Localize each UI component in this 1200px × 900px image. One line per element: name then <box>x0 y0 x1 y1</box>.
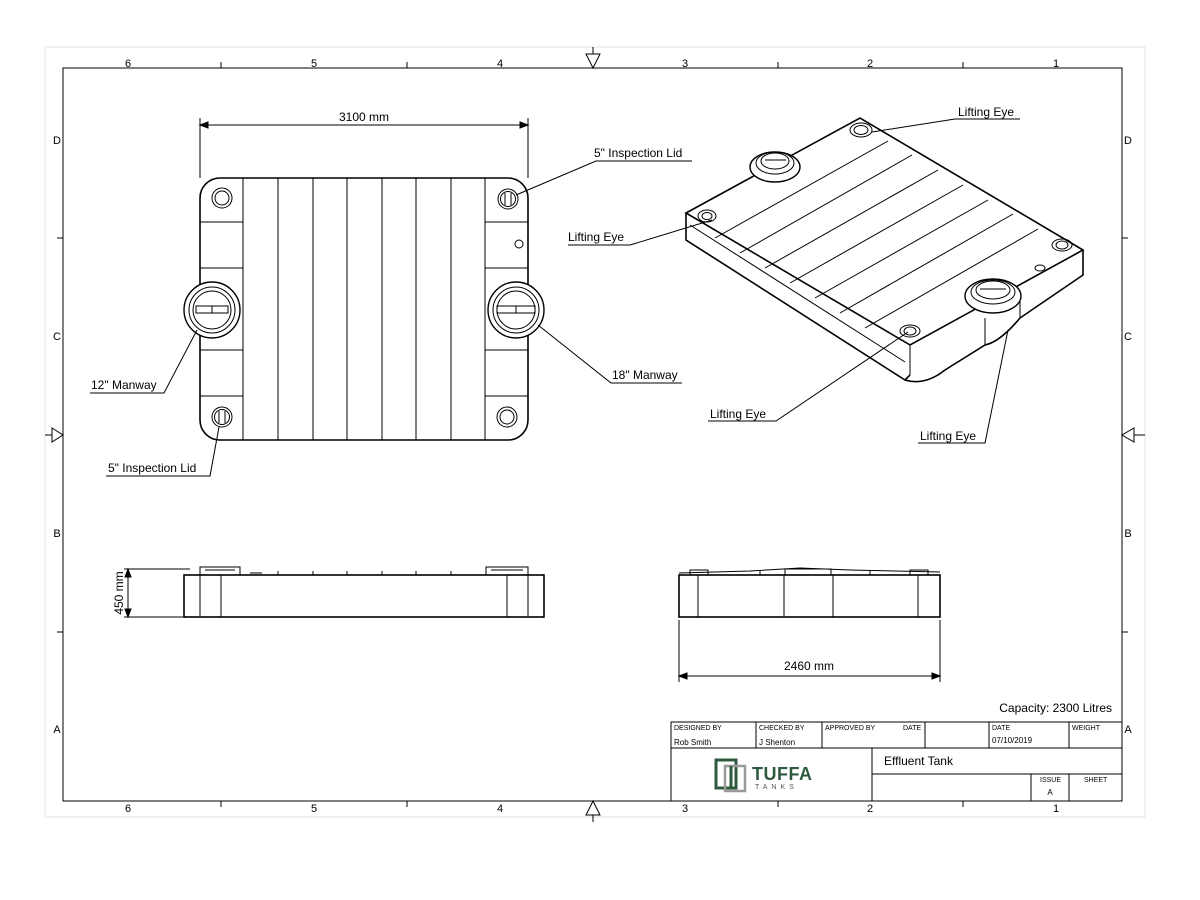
top-view <box>183 177 545 441</box>
inspection-lid-icon <box>211 406 233 428</box>
zone-col-4-top: 4 <box>497 58 503 70</box>
title-block <box>670 721 1123 802</box>
callout-lifting-eye-left: Lifting Eye <box>568 230 624 244</box>
vent-hole-icon <box>514 239 524 249</box>
dimension-top-width <box>198 118 530 178</box>
weight-label: WEIGHT <box>1072 725 1101 732</box>
lifting-eye-icon <box>697 209 717 223</box>
dimension-label: 450 mm <box>112 571 126 614</box>
center-mark-top <box>585 47 601 70</box>
brand-name: TUFFA <box>752 764 813 784</box>
brand-subtitle: TANKS <box>755 784 798 791</box>
zone-row-d-right: D <box>1124 135 1132 147</box>
zone-col-6-bottom: 6 <box>125 803 131 815</box>
isometric-view <box>684 117 1085 383</box>
drawing-title: Effluent Tank <box>884 754 954 768</box>
zone-col-1-bottom: 1 <box>1053 803 1059 815</box>
issue-value: A <box>1047 788 1053 797</box>
lifting-eye-icon <box>1051 238 1073 252</box>
vent-hole-icon <box>1034 264 1046 272</box>
lifting-eye-icon <box>849 122 873 138</box>
capacity-label: Capacity: 2300 Litres <box>999 701 1112 715</box>
zone-ticks <box>57 62 1128 807</box>
designed-by-value: Rob Smith <box>674 738 711 747</box>
callout-inspection-lid-top: 5" Inspection Lid <box>594 146 682 160</box>
manway-12-icon <box>749 151 801 183</box>
zone-col-4-bottom: 4 <box>497 803 503 815</box>
side-view <box>678 567 941 618</box>
approved-by-label: APPROVED BY <box>825 725 876 732</box>
zone-row-d-left: D <box>53 135 61 147</box>
zone-col-3-top: 3 <box>682 58 688 70</box>
inspection-lid-icon <box>497 188 519 210</box>
tuffa-logo-icon <box>714 758 747 793</box>
dimension-label: 3100 mm <box>339 110 389 124</box>
lifting-eye-icon <box>899 324 921 338</box>
date-label: DATE <box>992 725 1010 732</box>
zone-row-a-right: A <box>1124 724 1132 736</box>
zone-col-2-bottom: 2 <box>867 803 873 815</box>
zone-row-b-left: B <box>53 528 60 540</box>
issue-label: ISSUE <box>1040 777 1061 784</box>
dimension-label: 2460 mm <box>784 659 834 673</box>
callout-leaders-iso-view <box>568 118 1020 444</box>
callout-manway-18: 18" Manway <box>612 368 678 382</box>
center-mark-bottom <box>585 799 601 822</box>
zone-col-5-bottom: 5 <box>311 803 317 815</box>
zone-col-6-top: 6 <box>125 58 131 70</box>
manway-18-icon <box>487 281 545 339</box>
zone-col-2-top: 2 <box>867 58 873 70</box>
zone-col-1-top: 1 <box>1053 58 1059 70</box>
zone-row-a-left: A <box>53 724 61 736</box>
center-mark-right <box>1121 427 1145 443</box>
lifting-eye-icon <box>211 187 233 209</box>
center-mark-left <box>45 427 64 443</box>
manway-18-icon <box>964 278 1022 314</box>
callout-lifting-eye-bottom-left: Lifting Eye <box>710 407 766 421</box>
date-value: 07/10/2019 <box>992 736 1033 745</box>
zone-col-5-top: 5 <box>311 58 317 70</box>
callout-leaders-top-view <box>90 160 692 477</box>
designed-by-label: DESIGNED BY <box>674 725 722 732</box>
dimension-side-width <box>677 620 942 682</box>
front-view <box>183 566 545 618</box>
callout-lifting-eye-top: Lifting Eye <box>958 105 1014 119</box>
zone-row-c-right: C <box>1124 331 1132 343</box>
zone-row-b-right: B <box>1124 528 1131 540</box>
manway-12-icon <box>183 281 241 339</box>
date-label-approval: DATE <box>903 725 921 732</box>
callout-lifting-eye-bottom-right: Lifting Eye <box>920 429 976 443</box>
callout-manway-12: 12" Manway <box>91 378 157 392</box>
zone-row-c-left: C <box>53 331 61 343</box>
zone-col-3-bottom: 3 <box>682 803 688 815</box>
outer-border <box>44 46 1146 818</box>
dimension-height <box>124 567 190 619</box>
lifting-eye-icon <box>496 406 518 428</box>
checked-by-value: J Shenton <box>759 738 795 747</box>
callout-inspection-lid-bottom: 5" Inspection Lid <box>108 461 196 475</box>
sheet-label: SHEET <box>1084 777 1108 784</box>
checked-by-label: CHECKED BY <box>759 725 805 732</box>
